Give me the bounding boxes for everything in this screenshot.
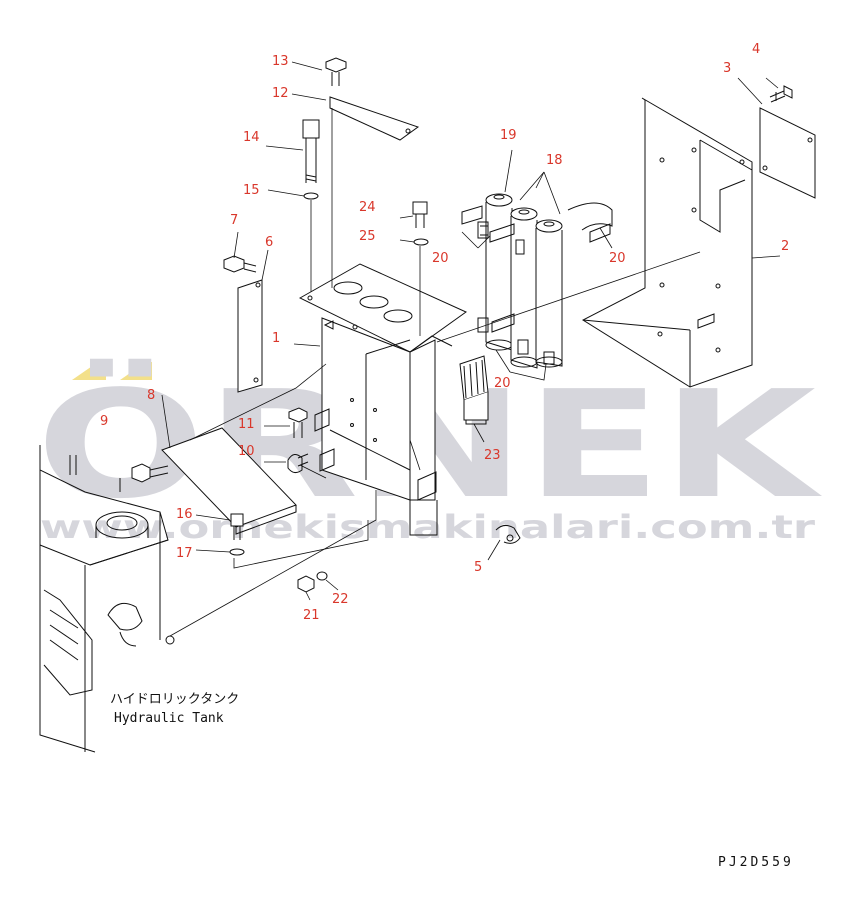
part-24-bolt xyxy=(412,201,428,228)
leader-lines xyxy=(161,61,781,637)
part-18-filter-canister-second xyxy=(535,219,563,368)
part-16-bolt xyxy=(230,513,244,540)
hydraulic-tank xyxy=(39,445,175,753)
label-25: 25 xyxy=(359,229,376,244)
part-8-cover-plate xyxy=(161,427,297,535)
part-9-bolt xyxy=(131,463,169,483)
part-2-side-cover xyxy=(581,97,753,388)
part-21-nut xyxy=(297,575,315,593)
part-18-filter-canister xyxy=(510,207,538,369)
label-24: 24 xyxy=(359,200,376,215)
label-4: 4 xyxy=(752,42,760,57)
part-22-washer xyxy=(316,571,328,581)
part-13-bolt xyxy=(325,57,347,86)
label-23: 23 xyxy=(484,448,501,463)
label-2: 2 xyxy=(781,239,789,254)
label-8: 8 xyxy=(147,388,155,403)
part-23-filter-element xyxy=(459,355,489,425)
watermark-accent-left xyxy=(72,362,106,380)
tank-caption-en: Hydraulic Tank xyxy=(114,711,224,726)
label-18: 18 xyxy=(546,153,563,168)
label-13: 13 xyxy=(272,54,289,69)
label-20-right: 20 xyxy=(609,251,626,266)
label-5: 5 xyxy=(474,560,482,575)
part-3-cover-plate xyxy=(759,107,816,199)
tank-caption-jp: ハイドロリックタンク xyxy=(110,692,239,707)
part-10-clip xyxy=(287,453,309,474)
part-20-clamps xyxy=(461,202,613,333)
label-20-left: 20 xyxy=(432,251,449,266)
part-5-clamp xyxy=(495,524,521,544)
label-9: 9 xyxy=(100,414,108,429)
part-11-bolt xyxy=(288,407,308,438)
label-10: 10 xyxy=(238,444,255,459)
part-4-bolt xyxy=(769,85,793,103)
label-11: 11 xyxy=(238,417,255,432)
part-6-side-plate xyxy=(237,279,263,393)
label-15: 15 xyxy=(243,183,260,198)
watermark-url: www.ornekismakinalari.com.tr xyxy=(40,508,815,546)
label-12: 12 xyxy=(272,86,289,101)
label-22: 22 xyxy=(332,592,349,607)
label-20-bottom: 20 xyxy=(494,376,511,391)
label-1: 1 xyxy=(272,331,280,346)
label-19: 19 xyxy=(500,128,517,143)
part-labels: 1 2 3 4 5 6 7 8 9 10 11 12 13 14 15 16 1… xyxy=(100,42,789,623)
label-21: 21 xyxy=(303,608,320,623)
label-14: 14 xyxy=(243,130,260,145)
part-17-washer xyxy=(229,548,245,556)
label-6: 6 xyxy=(265,235,273,250)
label-17: 17 xyxy=(176,546,193,561)
drawing-code: PJ2D559 xyxy=(718,855,794,870)
part-12-plate xyxy=(329,96,420,141)
part-7-bolt xyxy=(223,255,257,273)
watermark-accent-right xyxy=(120,362,152,380)
label-16: 16 xyxy=(176,507,193,522)
part-25-washer xyxy=(413,238,429,246)
part-15-washer xyxy=(303,192,319,200)
label-3: 3 xyxy=(723,61,731,76)
part-14-long-bolt xyxy=(302,119,320,183)
label-7: 7 xyxy=(230,213,238,228)
